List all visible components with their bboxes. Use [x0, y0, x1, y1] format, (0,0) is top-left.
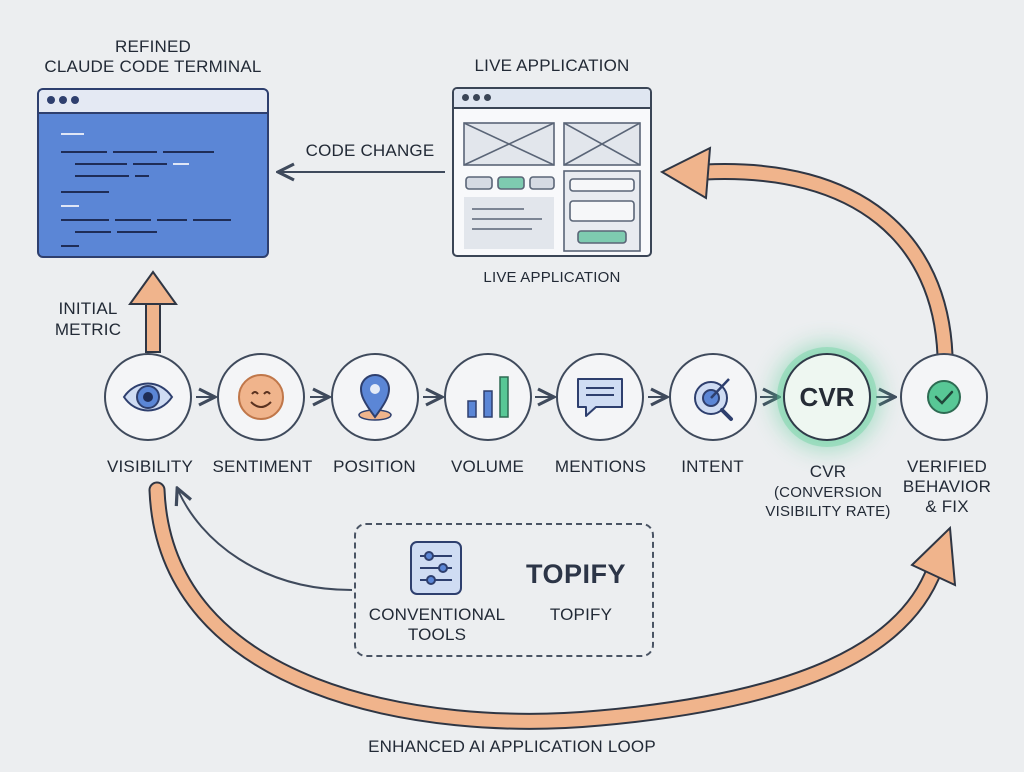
code-change-label: CODE CHANGE — [305, 141, 435, 160]
live-app-wireframe — [463, 122, 641, 252]
terminal-window — [37, 88, 269, 258]
terminal-code-lines — [61, 133, 231, 247]
metric-label-visibility: VISIBILITY — [106, 457, 194, 476]
tools-comparison-box: CONVENTIONAL TOOLS TOPIFY TOPIFY — [354, 523, 654, 657]
topify-logo: TOPIFY — [526, 559, 627, 589]
conventional-tools-label: CONVENTIONAL TOOLS — [368, 605, 506, 644]
live-app-caption: LIVE APPLICATION — [483, 269, 621, 286]
map-pin-icon — [358, 374, 392, 421]
intent-node — [669, 353, 757, 441]
metric-label-position: POSITION — [333, 457, 416, 476]
live-app-titlebar — [454, 89, 650, 109]
cvr-badge: CVR — [799, 382, 855, 412]
chat-bubble-icon — [577, 378, 623, 417]
check-circle-icon — [927, 380, 961, 414]
visibility-node — [104, 353, 192, 441]
eye-icon — [122, 382, 174, 412]
bar-chart-icon — [467, 376, 509, 418]
initial-metric-label: INITIAL METRIC — [54, 299, 122, 339]
verified-node — [900, 353, 988, 441]
mentions-node — [556, 353, 644, 441]
volume-node — [444, 353, 532, 441]
loop-arc-top — [696, 163, 954, 364]
sliders-icon — [410, 541, 462, 595]
position-node — [331, 353, 419, 441]
smiley-icon — [238, 374, 284, 420]
metric-label-volume: VOLUME — [451, 457, 524, 476]
initial-metric-arrow — [128, 270, 178, 305]
metric-label-mentions: MENTIONS — [554, 457, 647, 476]
loop-label: ENHANCED AI APPLICATION LOOP — [368, 737, 656, 756]
terminal-title: REFINED CLAUDE CODE TERMINAL — [44, 37, 262, 76]
sentiment-node — [217, 353, 305, 441]
metric-label-sentiment: SENTIMENT — [212, 457, 313, 476]
target-search-icon — [694, 378, 733, 421]
cvr-node: CVR — [783, 353, 871, 441]
cvr-caption: CVR (CONVERSION VISIBILITY RATE) — [765, 462, 891, 520]
terminal-titlebar — [39, 90, 267, 114]
live-app-window — [452, 87, 652, 257]
live-app-title: LIVE APPLICATION — [474, 56, 630, 75]
metric-label-intent: INTENT — [681, 457, 744, 476]
loop-arrowhead-top — [659, 146, 712, 200]
topify-caption: TOPIFY — [549, 605, 613, 624]
loop-arrowhead-bottom — [910, 525, 957, 587]
tools-to-visibility-arrow — [178, 490, 353, 591]
verified-caption: VERIFIED BEHAVIOR & FIX — [902, 457, 992, 516]
